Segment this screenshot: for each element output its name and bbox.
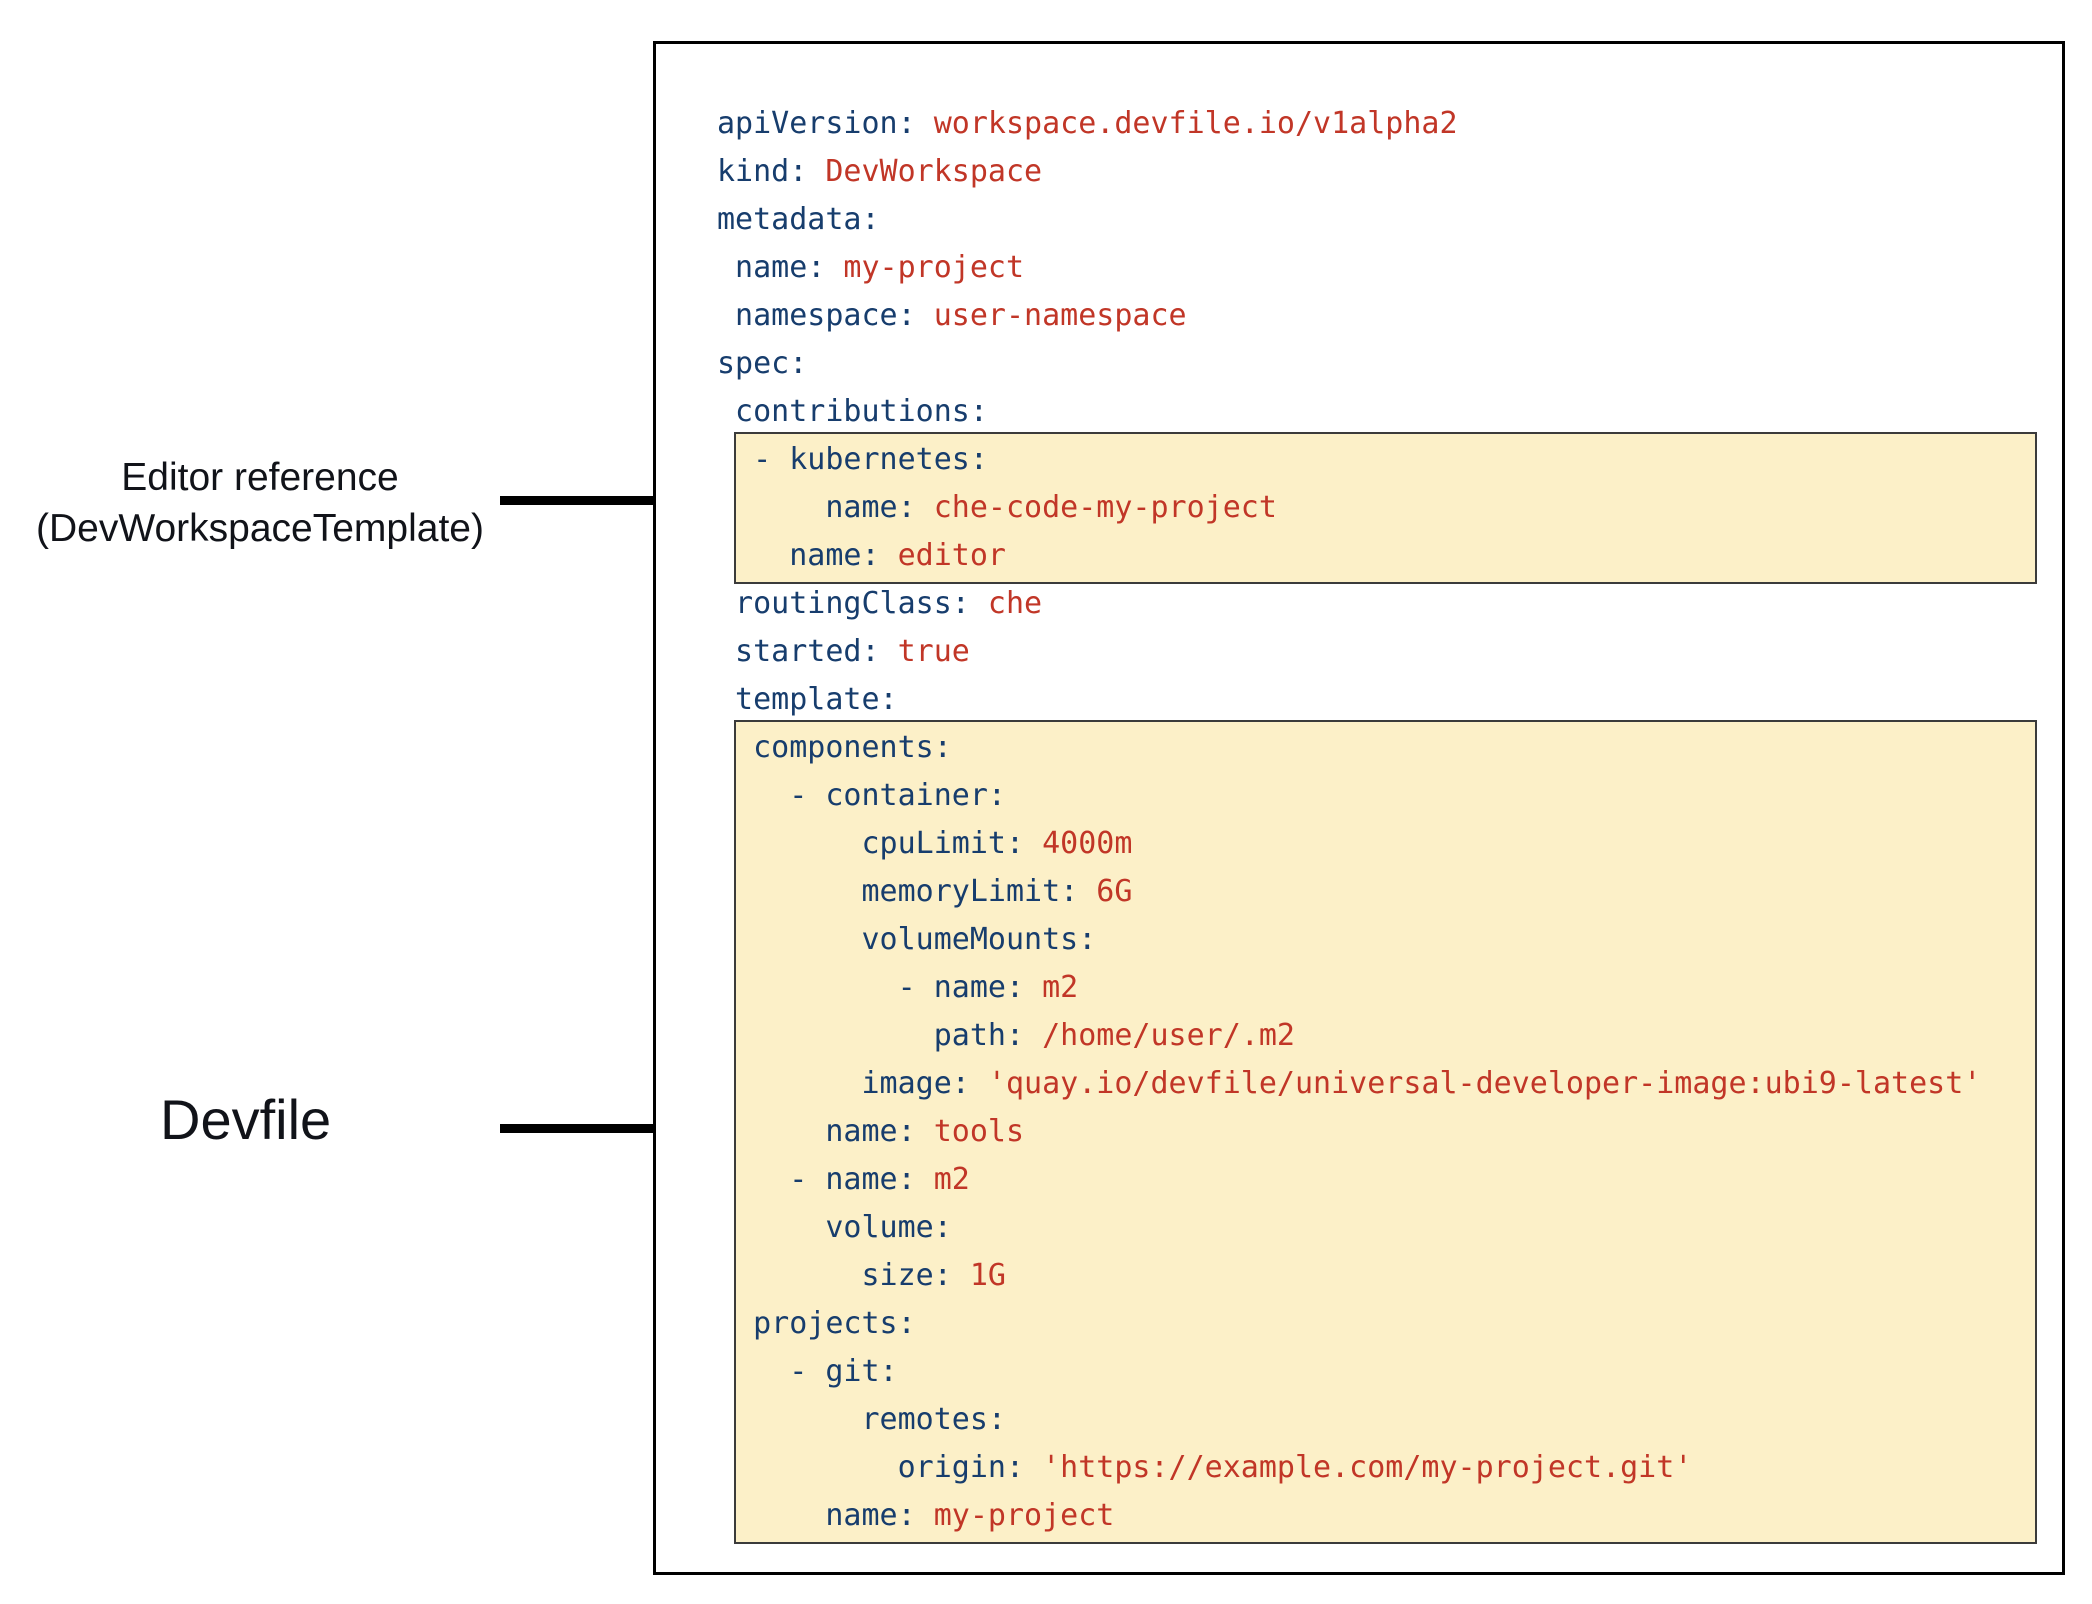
yaml-value: 6G [1078,874,1133,909]
code-line: - name: m2 [717,964,2035,1012]
editor-reference-label-line2: (DevWorkspaceTemplate) [36,507,484,550]
yaml-key: projects: [717,1306,916,1341]
arrow-shaft [500,496,694,505]
code-line: - container: [717,772,2035,820]
yaml-key: name: [717,1114,916,1149]
yaml-value: m2 [1024,970,1079,1005]
yaml-value: my-project [825,250,1025,285]
yaml-key: kind: [717,154,808,189]
yaml-key: routingClass: [717,586,970,621]
yaml-key: size: [717,1258,952,1293]
yaml-key: name: [717,250,826,285]
yaml-value: user-namespace [915,298,1187,333]
code-line: remotes: [717,1396,2035,1444]
yaml-value: 'quay.io/devfile/universal-developer-ima… [969,1066,1982,1101]
code-line: started: true [717,628,2062,676]
yaml-value: workspace.devfile.io/v1alpha2 [915,106,1458,141]
code-line: volume: [717,1204,2035,1252]
code-line: cpuLimit: 4000m [717,820,2035,868]
yaml-key: contributions: [717,394,988,429]
yaml-value: che [969,586,1043,621]
yaml-value: tools [915,1114,1025,1149]
code-line: metadata: [717,196,2062,244]
yaml-key: - kubernetes: [717,442,988,477]
devfile-highlight: components: - container: cpuLimit: 4000m… [734,720,2037,1544]
code-line: image: 'quay.io/devfile/universal-develo… [717,1060,2035,1108]
yaml-key: spec: [717,346,808,381]
yaml-code-panel: apiVersion: workspace.devfile.io/v1alpha… [653,41,2065,1575]
yaml-key: - container: [717,778,1006,813]
yaml-value: my-project [915,1498,1115,1533]
yaml-value: editor [879,538,1006,573]
yaml-key: template: [717,682,898,717]
code-line: template: [717,676,2062,724]
code-line: name: tools [717,1108,2035,1156]
code-line: - kubernetes: [717,436,2035,484]
yaml-key: path: [717,1018,1025,1053]
code-line: - git: [717,1348,2035,1396]
editor-reference-highlight: - kubernetes: name: che-code-my-project … [734,432,2037,584]
yaml-value: 4000m [1024,826,1133,861]
code-line: name: my-project [717,1492,2035,1540]
yaml-key: remotes: [717,1402,1006,1437]
yaml-key: image: [717,1066,970,1101]
code-line: contributions: [717,388,2062,436]
code-line: path: /home/user/.m2 [717,1012,2035,1060]
yaml-value: 1G [951,1258,1006,1293]
yaml-value: m2 [915,1162,970,1197]
yaml-header-block: apiVersion: workspace.devfile.io/v1alpha… [717,100,2062,436]
code-line: memoryLimit: 6G [717,868,2035,916]
yaml-key: origin: [717,1450,1025,1485]
code-line: size: 1G [717,1252,2035,1300]
yaml-key: - name: [717,970,1025,1005]
yaml-middle-block: routingClass: che started: true template… [717,580,2062,724]
code-line: routingClass: che [717,580,2062,628]
yaml-key: memoryLimit: [717,874,1079,909]
yaml-key: apiVersion: [717,106,916,141]
code-line: components: [717,724,2035,772]
yaml-key: components: [717,730,952,765]
code-line: name: che-code-my-project [717,484,2035,532]
arrow-shaft [500,1124,694,1133]
yaml-value: /home/user/.m2 [1024,1018,1295,1053]
yaml-key: name: [717,538,880,573]
devfile-label: Devfile [160,1088,332,1151]
yaml-key: volume: [717,1210,952,1245]
code-line: spec: [717,340,2062,388]
code-line: projects: [717,1300,2035,1348]
yaml-code: apiVersion: workspace.devfile.io/v1alpha… [656,44,2062,1544]
code-line: apiVersion: workspace.devfile.io/v1alpha… [717,100,2062,148]
code-line: origin: 'https://example.com/my-project.… [717,1444,2035,1492]
yaml-value: true [879,634,970,669]
code-line: kind: DevWorkspace [717,148,2062,196]
yaml-key: namespace: [717,298,916,333]
yaml-key: name: [717,490,916,525]
code-line: name: editor [717,532,2035,580]
yaml-value: 'https://example.com/my-project.git' [1024,1450,1693,1485]
yaml-value: che-code-my-project [915,490,1277,525]
yaml-key: metadata: [717,202,880,237]
yaml-key: volumeMounts: [717,922,1097,957]
yaml-key: name: [717,1498,916,1533]
yaml-value: DevWorkspace [807,154,1043,189]
code-line: - name: m2 [717,1156,2035,1204]
code-line: volumeMounts: [717,916,2035,964]
editor-reference-label: Editor reference (DevWorkspaceTemplate) [10,452,510,554]
code-line: namespace: user-namespace [717,292,2062,340]
yaml-key: cpuLimit: [717,826,1025,861]
yaml-key: - git: [717,1354,898,1389]
editor-reference-label-line1: Editor reference [121,456,399,499]
yaml-key: - name: [717,1162,916,1197]
code-line: name: my-project [717,244,2062,292]
yaml-key: started: [717,634,880,669]
